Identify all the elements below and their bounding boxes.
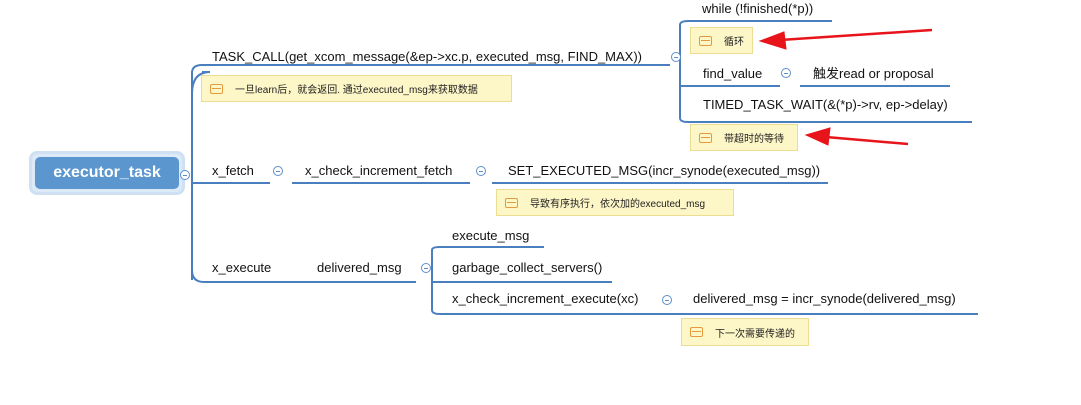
x-check-increment-fetch-node[interactable]: x_check_increment_fetch — [305, 163, 453, 178]
set-executed-note[interactable]: 导致有序执行，依次加的executed_msg — [496, 189, 734, 216]
x-check-execute-collapse-icon[interactable] — [662, 295, 672, 305]
timed-wait-node[interactable]: TIMED_TASK_WAIT(&(*p)->rv, ep->delay) — [703, 97, 948, 112]
root-label: executor_task — [35, 157, 179, 189]
garbage-collect-node[interactable]: garbage_collect_servers() — [452, 260, 603, 275]
note-icon — [210, 83, 223, 94]
loop-note-text: 循环 — [724, 37, 744, 48]
note-icon — [699, 132, 712, 143]
set-executed-note-text: 导致有序执行，依次加的executed_msg — [530, 199, 706, 210]
note-icon — [690, 327, 703, 337]
timed-wait-note-text: 带超时的等待 — [724, 134, 784, 145]
set-executed-node[interactable]: SET_EXECUTED_MSG(incr_synode(executed_ms… — [508, 163, 821, 178]
delivered-incr-node[interactable]: delivered_msg = incr_synode(delivered_ms… — [693, 291, 956, 306]
x-fetch-node[interactable]: x_fetch — [212, 163, 254, 178]
task-call-note[interactable]: 一旦learn后，就会返回. 通过executed_msg来获取数据 — [201, 75, 512, 102]
x-execute-node[interactable]: x_execute — [212, 260, 272, 275]
execute-msg-node[interactable]: execute_msg — [452, 228, 530, 243]
note-icon — [699, 35, 712, 46]
task-call-collapse-icon[interactable] — [671, 52, 681, 62]
find-value-collapse-icon[interactable] — [781, 68, 791, 78]
x-check-fetch-collapse-icon[interactable] — [476, 166, 486, 176]
note-icon — [505, 197, 518, 208]
delivered-msg-collapse-icon[interactable] — [421, 263, 431, 273]
delivered-msg-node[interactable]: delivered_msg — [317, 260, 402, 275]
trigger-node[interactable]: 触发read or proposal — [813, 66, 934, 81]
task-call-note-text: 一旦learn后，就会返回. 通过executed_msg来获取数据 — [235, 85, 478, 96]
x-fetch-collapse-icon[interactable] — [273, 166, 283, 176]
find-value-node[interactable]: find_value — [703, 66, 763, 81]
loop-note[interactable]: 循环 — [690, 27, 753, 54]
x-check-increment-execute-node[interactable]: x_check_increment_execute(xc) — [452, 291, 639, 306]
timed-wait-note[interactable]: 带超时的等待 — [690, 124, 798, 151]
root-node[interactable]: executor_task — [29, 151, 185, 195]
delivered-note[interactable]: 下一次需要传递的 — [681, 318, 809, 346]
while-loop-node[interactable]: while (!finished(*p)) — [702, 1, 814, 16]
root-collapse-icon[interactable] — [180, 170, 190, 180]
delivered-note-text: 下一次需要传递的 — [715, 328, 795, 340]
task-call-node[interactable]: TASK_CALL(get_xcom_message(&ep->xc.p, ex… — [212, 49, 643, 64]
